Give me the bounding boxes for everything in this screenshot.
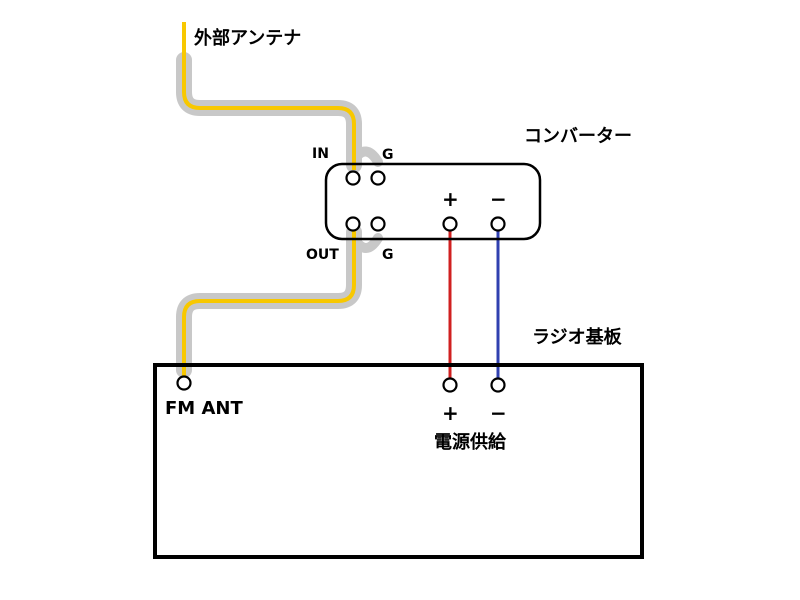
terminal-board-plus — [442, 377, 458, 393]
radio-board-label: ラジオ基板 — [532, 326, 623, 348]
board-plus-sign: + — [442, 401, 459, 425]
in-label: IN — [312, 146, 329, 162]
antenna-wire — [182, 22, 356, 170]
terminal-board-minus — [490, 377, 506, 393]
terminal-converter-plus — [442, 216, 458, 232]
terminal-g-out — [370, 216, 386, 232]
terminal-fm-ant — [176, 375, 192, 391]
converter-minus-sign: − — [490, 187, 507, 211]
radio-board — [153, 363, 644, 559]
input-ground-loop — [349, 146, 383, 167]
output-wire — [182, 230, 356, 378]
g-bottom-label: G — [382, 247, 394, 263]
terminal-out — [345, 216, 361, 232]
terminal-in — [345, 170, 361, 186]
fm-ant-label: FM ANT — [165, 398, 243, 419]
terminal-g-in — [370, 170, 386, 186]
board-minus-sign: − — [490, 401, 507, 425]
external-antenna-label: 外部アンテナ — [194, 27, 301, 49]
converter-box — [324, 162, 542, 241]
g-top-label: G — [382, 147, 394, 163]
output-ground-loop — [349, 233, 383, 253]
converter-plus-sign: + — [442, 187, 459, 211]
out-label: OUT — [306, 247, 339, 263]
power-supply-label: 電源供給 — [434, 431, 507, 453]
terminal-converter-minus — [490, 216, 506, 232]
converter-label: コンバーター — [524, 126, 632, 147]
